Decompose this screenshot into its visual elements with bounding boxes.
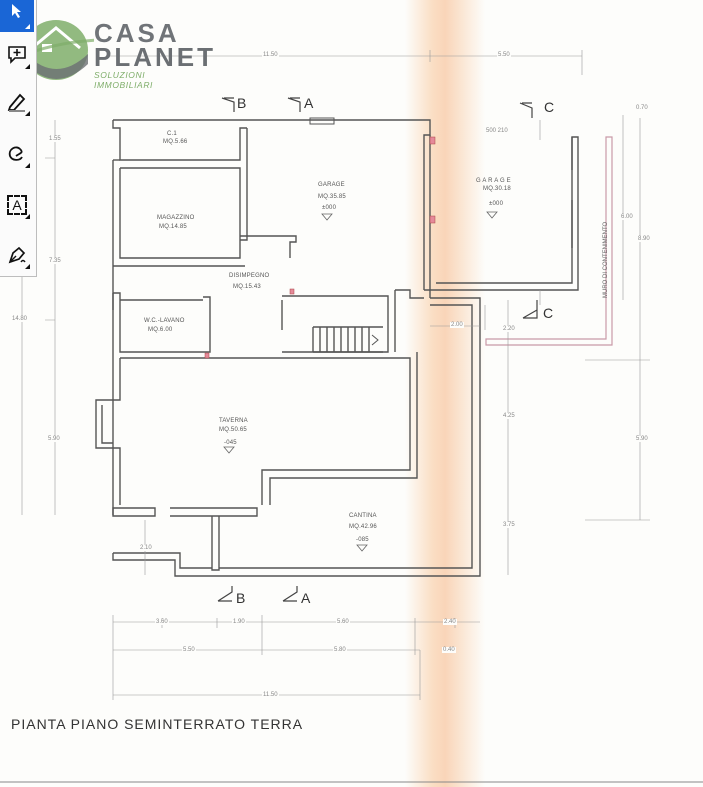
annotation-toolbar: A (0, 0, 37, 277)
comment-plus-icon (8, 46, 26, 64)
dim-right-590: 5.90 (635, 436, 649, 442)
cursor-arrow-icon (12, 4, 21, 18)
plan-title: PIANTA PIANO SEMINTERRATO TERRA (11, 716, 304, 732)
room-level-garage: ±000 (322, 205, 337, 211)
signature-tool[interactable] (0, 238, 34, 272)
text-box-icon: A (7, 195, 27, 215)
dim-left-590: 5.90 (47, 436, 61, 442)
dim-mid-220: 2.20 (502, 326, 516, 332)
dim-right-small: 0.70 (635, 105, 649, 111)
room-name-c1: C.1 (167, 131, 177, 137)
section-mark-a-bottom: A (301, 590, 311, 606)
section-mark-c-bottom: C (543, 305, 554, 321)
section-mark-b-top: B (237, 95, 247, 111)
dim-left-210: 2.10 (139, 545, 153, 551)
room-area-cantina: MQ.42.96 (349, 524, 377, 530)
room-name-garage-2: G A R A G E (476, 178, 511, 184)
dim-bottom-1-c: 5.60 (336, 619, 350, 625)
dim-bottom-1-a: 3.60 (155, 619, 169, 625)
room-area-garage-2: MQ.30.18 (483, 186, 511, 192)
select-tool[interactable] (0, 0, 34, 32)
room-area-taverna: MQ.50.65 (219, 427, 247, 433)
highlight-tool[interactable] (0, 85, 34, 119)
logo-line2: PLANET (94, 42, 216, 72)
draw-tool[interactable] (0, 137, 34, 171)
dim-right-890: 8.90 (637, 236, 651, 242)
highlighter-icon (7, 93, 26, 112)
dim-right-425: 4.25 (502, 413, 516, 419)
room-name-cantina: CANTINA (349, 513, 377, 519)
dim-bottom-2-b: 5.80 (333, 647, 347, 653)
room-name-wc: W.C.-LAVANO (144, 318, 185, 324)
room-area-wc: MQ.6.00 (148, 327, 173, 333)
dim-bottom-1-b: 1.90 (232, 619, 246, 625)
tool-menu-indicator (25, 111, 30, 116)
dim-right-375: 3.75 (502, 522, 516, 528)
add-comment-tool[interactable] (0, 38, 34, 72)
room-level-taverna: -045 (224, 440, 237, 446)
dim-mid-200: 2.00 (450, 322, 464, 328)
pen-sign-icon (8, 246, 26, 264)
room-name-garage: GARAGE (318, 182, 345, 188)
text-box-tool[interactable]: A (0, 188, 34, 222)
section-mark-b-bottom: B (236, 590, 246, 606)
room-area-c1: MQ.5.66 (163, 139, 188, 145)
room-area-disimpegno: MQ.15.43 (233, 284, 261, 290)
room-name-magazzino: MAGAZZINO (157, 215, 195, 221)
freehand-loop-icon (8, 146, 23, 161)
dim-left-735: 7.35 (48, 258, 62, 264)
dim-bottom-1-d: 2.40 (443, 619, 457, 625)
retaining-wall-label: MURO DI CONTENIMENTO (603, 221, 609, 298)
dim-left-1480: 14.80 (11, 316, 29, 322)
dim-bottom-2-c: 0.40 (442, 647, 456, 653)
dim-top-right: 5.50 (497, 52, 511, 58)
tool-menu-indicator (25, 64, 30, 69)
room-name-disimpegno: DISIMPEGNO (229, 273, 270, 279)
dim-bottom-total: 11.50 (262, 692, 279, 698)
tool-menu-indicator (25, 24, 30, 29)
dim-garage-note: 500 210 (485, 128, 509, 134)
section-mark-c-top: C (544, 99, 555, 115)
logo-tagline: SOLUZIONI IMMOBILIARI (94, 70, 154, 90)
logo-line1: CASA (94, 18, 180, 48)
house-planet-icon (15, 20, 94, 80)
room-level-garage-2: ±000 (489, 201, 504, 207)
tool-menu-indicator (25, 264, 30, 269)
room-area-garage: MQ.35.85 (318, 194, 346, 200)
dim-right-600: 6.00 (620, 214, 634, 220)
room-area-magazzino: MQ.14.85 (159, 224, 187, 230)
section-mark-a-top: A (304, 95, 314, 111)
casa-planet-logo: CASA PLANET SOLUZIONI IMMOBILIARI (14, 14, 213, 90)
tool-menu-indicator (25, 163, 30, 168)
tool-menu-indicator (25, 214, 30, 219)
room-name-taverna: TAVERNA (219, 418, 248, 424)
dim-top-main: 11.50 (262, 52, 279, 58)
room-level-cantina: -085 (356, 537, 369, 543)
dim-bottom-2-a: 5.50 (182, 647, 196, 653)
dim-left-155: 1.55 (48, 136, 62, 142)
